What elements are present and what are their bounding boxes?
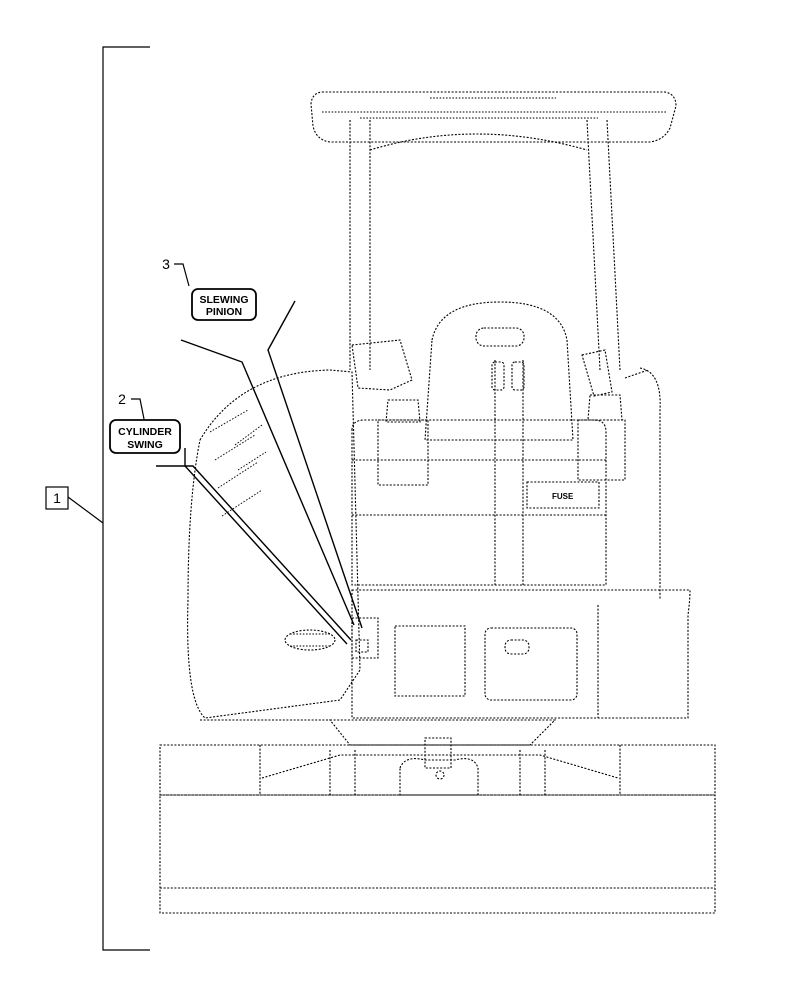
left-control-console [351, 339, 429, 486]
callout-3-number: 3 [162, 256, 170, 272]
leader-lines [156, 300, 363, 645]
side-hoses [624, 367, 661, 600]
excavator-rear-view: FUSE [159, 91, 716, 914]
slewing-decal-line2: PINION [206, 306, 242, 318]
cylinder-swing-decal: CYLINDER SWING [109, 419, 181, 454]
center-swivel [399, 737, 479, 796]
callout-1-box: 1 [45, 486, 69, 510]
fuse-panel: FUSE [526, 481, 600, 509]
assembly-bracket [67, 46, 150, 951]
callout-2-number: 2 [118, 391, 126, 407]
swing-base [200, 719, 557, 746]
slewing-decal-line1: SLEWING [200, 294, 249, 306]
engine-hood [187, 369, 361, 719]
canopy-roof [310, 91, 677, 143]
travel-levers [491, 361, 525, 391]
cylinder-decal-line1: CYLINDER [118, 426, 172, 438]
callout-1-number: 1 [53, 490, 61, 506]
operator-seat [424, 301, 574, 441]
fuse-panel-label: FUSE [552, 492, 574, 501]
counterweight [351, 589, 691, 719]
slewing-pinion-decal: SLEWING PINION [191, 288, 257, 321]
cylinder-decal-line2: SWING [127, 439, 163, 451]
dozer-blade [159, 744, 716, 914]
callout-3: 3 SLEWING PINION [162, 256, 257, 321]
guard-rail [351, 360, 607, 586]
right-control-console [577, 349, 626, 481]
callout-2: 2 CYLINDER SWING [109, 391, 181, 454]
rops-posts [349, 119, 621, 371]
